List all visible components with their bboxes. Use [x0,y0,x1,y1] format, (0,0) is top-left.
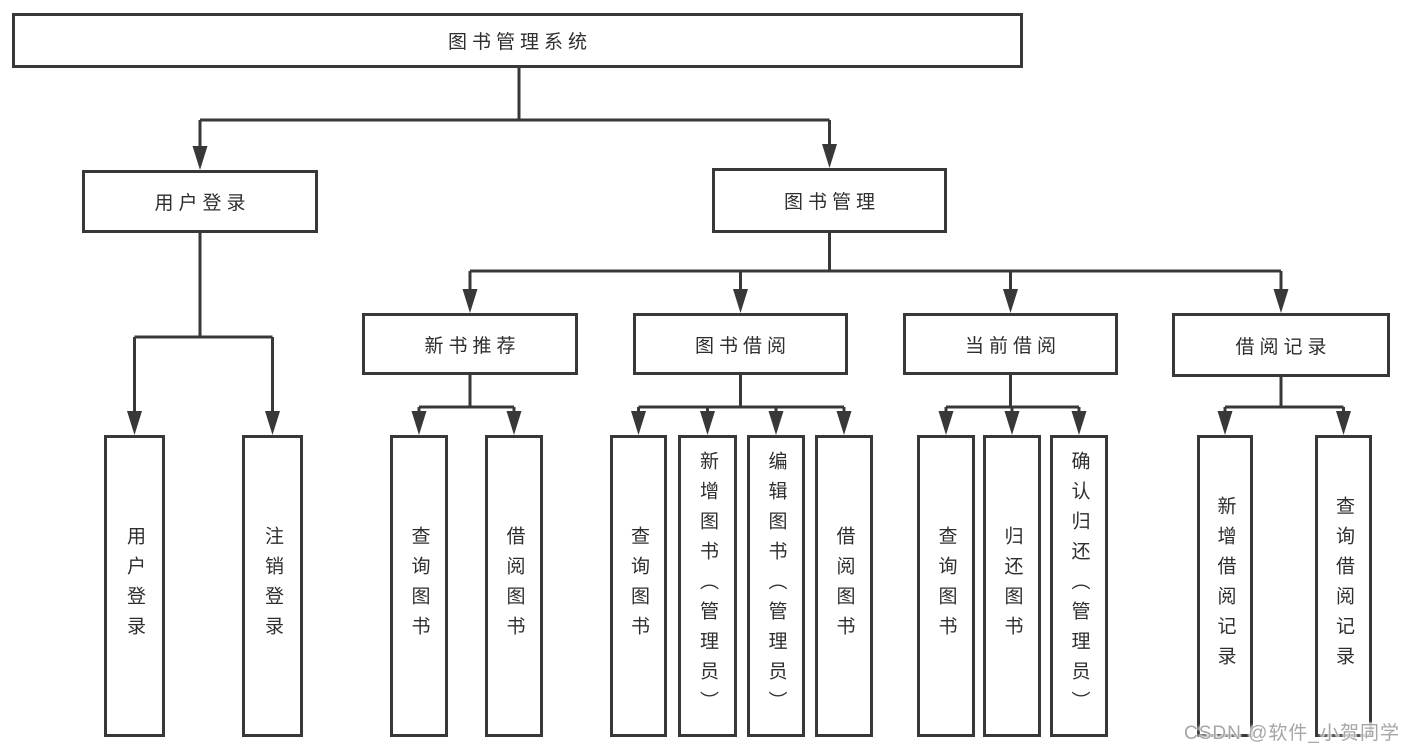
box-label: 新增图书（管理员） [697,451,718,721]
csdn-watermark: CSDN @软件_小贺同学 [1184,723,1400,744]
leaf-query-books-recommend: 查询图书 [390,435,448,737]
connector-book-borrowing-to-leaves [631,375,852,435]
box-label: 新增借阅记录 [1214,496,1236,676]
box-current-borrowing: 当前借阅 [903,313,1118,375]
leaf-add-borrow-record: 新增借阅记录 [1197,435,1253,737]
box-book-management: 图书管理 [712,168,947,233]
box-label: 编辑图书（管理员） [765,451,787,721]
box-label: 归还图书 [1001,526,1023,646]
box-label: 用户登录 [154,193,251,214]
leaf-edit-book-admin: 编辑图书（管理员） [747,435,805,737]
leaf-confirm-return-admin: 确认归还（管理员） [1050,435,1108,737]
connector-borrowing-records-to-leaves [1217,377,1351,435]
box-label: 用户登录 [124,526,145,646]
box-book-borrowing: 图书借阅 [633,313,848,375]
box-label: 确认归还（管理员） [1068,451,1090,721]
box-label: 借阅记录 [1235,336,1332,358]
leaf-return-book: 归还图书 [983,435,1041,737]
box-user-login: 用户登录 [82,170,318,233]
box-label: 注销登录 [262,526,283,646]
leaf-query-books-current: 查询图书 [917,435,975,737]
box-label: 当前借阅 [964,335,1061,357]
box-label: 查询图书 [935,526,957,646]
box-label: 图书管理系统 [447,32,592,53]
leaf-borrow-books-recommend: 借阅图书 [485,435,543,737]
leaf-user-login: 用户登录 [104,435,165,737]
leaf-query-books-borrowing: 查询图书 [610,435,667,737]
box-label: 图书管理 [783,192,880,213]
connector-user-login-to-leaves [127,233,280,435]
connector-root-to-level2 [192,68,837,170]
connector-current-borrowing-to-leaves [938,375,1087,435]
box-label: 查询图书 [408,526,430,646]
connector-book-management-to-level3 [462,233,1289,313]
box-library-system: 图书管理系统 [12,13,1023,68]
box-label: 新书推荐 [424,335,521,357]
box-label: 图书借阅 [694,335,791,357]
box-label: 借阅图书 [833,526,855,646]
box-borrowing-records: 借阅记录 [1172,313,1390,377]
connector-new-book-recommend-to-leaves [411,375,522,435]
box-label: 查询借阅记录 [1333,496,1354,676]
leaf-add-book-admin: 新增图书（管理员） [678,435,737,737]
box-label: 借阅图书 [503,526,525,646]
leaf-logout: 注销登录 [242,435,303,737]
leaf-query-borrow-record: 查询借阅记录 [1315,435,1372,737]
box-new-book-recommend: 新书推荐 [362,313,578,375]
box-label: 查询图书 [628,526,649,646]
leaf-borrow-books: 借阅图书 [815,435,873,737]
